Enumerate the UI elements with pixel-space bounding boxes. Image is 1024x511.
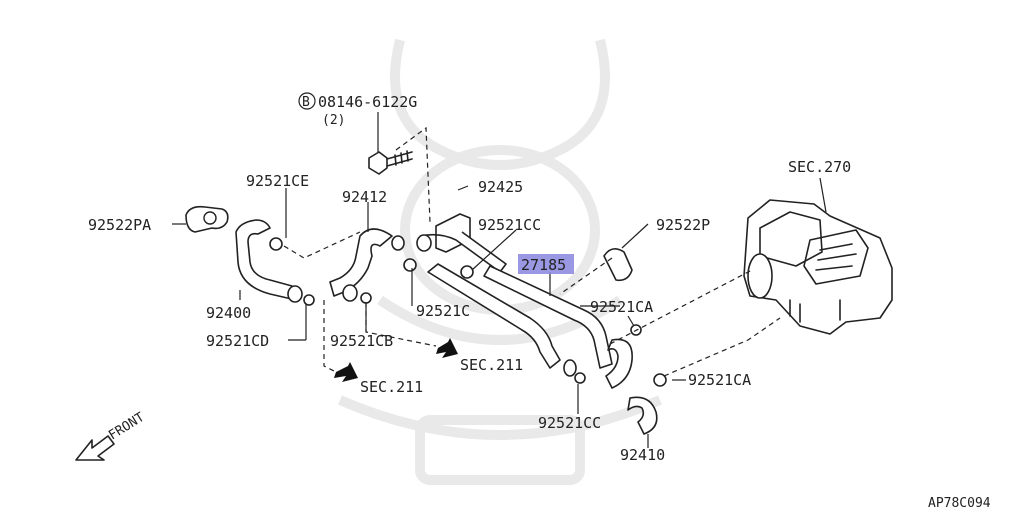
clamps (269, 237, 667, 387)
label-92522pa: 92522PA (88, 216, 151, 234)
leader-lines (172, 177, 827, 448)
label-92521cb: 92521CB (330, 332, 393, 350)
label-92521cc-top: 92521CC (478, 216, 541, 234)
label-92410: 92410 (620, 446, 665, 464)
label-92521ca-bottom: 92521CA (688, 371, 751, 389)
label-92522p: 92522P (656, 216, 710, 234)
heater-unit-sec270 (743, 199, 893, 335)
hose-92412 (329, 228, 405, 302)
bolt-part (368, 112, 413, 175)
label-front: FRONT (106, 410, 147, 444)
front-arrow (75, 435, 115, 461)
label-92521c: 92521C (416, 302, 470, 320)
label-92521cd: 92521CD (206, 332, 269, 350)
label-sec211-right: SEC.211 (460, 356, 523, 374)
label-92400: 92400 (206, 304, 251, 322)
label-92521ce: 92521CE (246, 172, 309, 190)
pipe-bracket-92425 (416, 213, 507, 273)
label-92425: 92425 (478, 178, 523, 196)
label-ref-code: AP78C094 (928, 496, 991, 511)
label-92521ca-top: 92521CA (590, 298, 653, 316)
bolt-circle-letter: B (302, 95, 310, 110)
label-92412: 92412 (342, 188, 387, 206)
clamp-92522pa (185, 205, 229, 233)
label-sec270: SEC.270 (788, 158, 851, 176)
label-sec211-left: SEC.211 (360, 378, 423, 396)
label-27185: 27185 (521, 256, 566, 274)
label-bolt-qty: (2) (322, 113, 345, 128)
bolt-circle-marker (298, 92, 316, 110)
label-bolt: 08146-6122G (318, 93, 417, 111)
hose-92400 (235, 219, 303, 303)
highlight-box (518, 254, 574, 274)
pipe-27185 (427, 263, 613, 377)
flow-arrows (334, 338, 458, 382)
label-92521cc-bottom: 92521CC (538, 414, 601, 432)
hose-92410 (605, 338, 658, 435)
